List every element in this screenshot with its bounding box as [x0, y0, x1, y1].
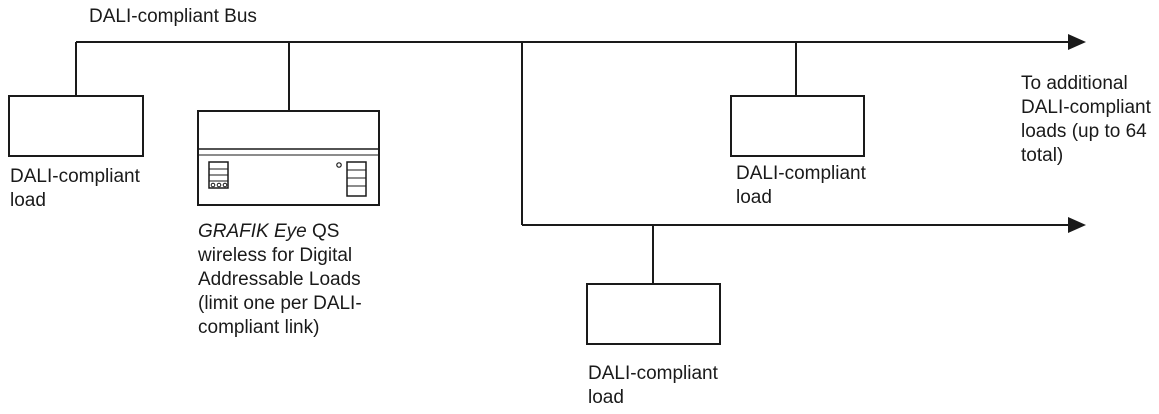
bus-arrowhead-top: [1068, 34, 1086, 50]
load-right-label: DALI-compliant load: [736, 163, 866, 208]
bus-label: DALI-compliant Bus: [89, 6, 257, 27]
load-left-label: DALI-compliant load: [10, 166, 140, 211]
load-box-left: [8, 95, 144, 157]
control-unit-label: GRAFIK Eye QS wireless for Digital Addre…: [198, 221, 362, 338]
bus-arrowhead-bottom: [1068, 217, 1086, 233]
additional-loads-note: To additional DALI-compliant loads (up t…: [1021, 73, 1151, 166]
load-box-right: [730, 95, 865, 157]
load-bottom-label: DALI-compliant load: [588, 363, 718, 408]
load-box-bottom: [586, 283, 721, 345]
grafik-eye-control-unit: [197, 110, 380, 206]
